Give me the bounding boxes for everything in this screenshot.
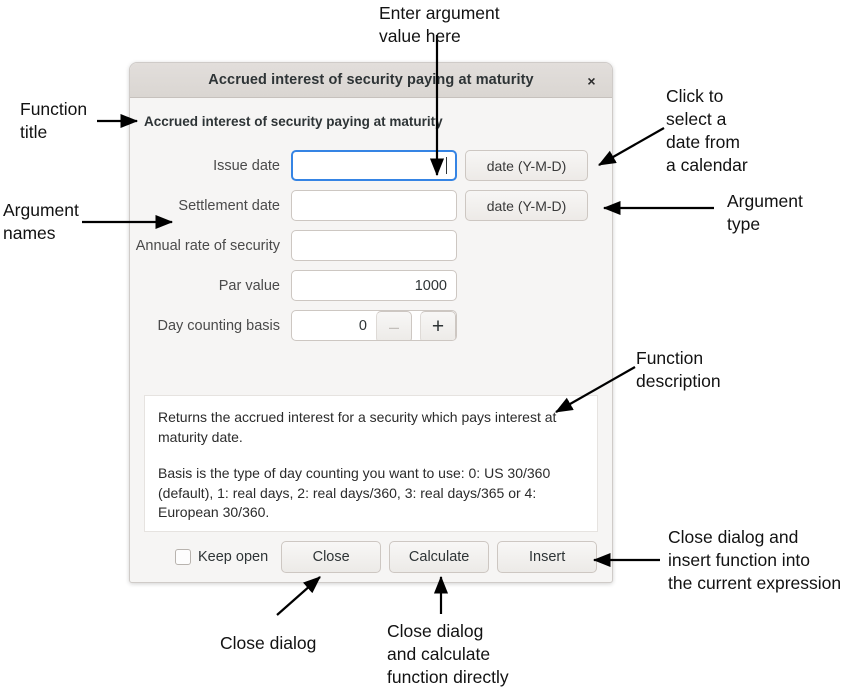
argument-input-day-counting-basis[interactable]: 0 – + (291, 310, 457, 341)
argument-row-par-value: Par value 1000 (130, 268, 612, 303)
argument-label-day-counting-basis: Day counting basis (157, 317, 280, 334)
annotation-function-title: Function title (20, 99, 88, 142)
function-description-panel: Returns the accrued interest for a secur… (144, 395, 598, 532)
argument-input-par-value[interactable]: 1000 (291, 270, 457, 301)
keep-open-label: Keep open (198, 549, 269, 565)
dialog-title: Accrued interest of security paying at m… (208, 72, 534, 88)
argument-type-button-issue-date[interactable]: date (Y-M-D) (465, 150, 588, 181)
argument-label-par-value: Par value (218, 277, 280, 294)
argument-rows: Issue date date (Y-M-D) Settlement date … (130, 148, 612, 348)
insert-button[interactable]: Insert (497, 541, 598, 573)
calculate-button[interactable]: Calculate (389, 541, 490, 573)
keep-open-checkbox[interactable]: Keep open (175, 549, 268, 565)
annotation-close-dialog-calculate: Close dialog and calculate function dire… (387, 621, 509, 687)
argument-label-annual-rate: Annual rate of security (135, 237, 280, 254)
argument-row-day-counting-basis: Day counting basis 0 – + (130, 308, 612, 343)
close-icon[interactable]: × (587, 72, 596, 89)
annotation-close-dialog-insert: Close dialog and insert function into th… (668, 527, 842, 593)
argument-input-annual-rate[interactable] (291, 230, 457, 261)
annotation-close-dialog: Close dialog (220, 633, 317, 653)
argument-input-settlement-date[interactable] (291, 190, 457, 221)
argument-row-settlement-date: Settlement date date (Y-M-D) (130, 188, 612, 223)
close-button[interactable]: Close (281, 541, 382, 573)
spinner-increment-icon[interactable]: + (420, 311, 456, 340)
annotation-argument-names: Argument names (3, 200, 79, 243)
annotation-argument-type: Argument type (727, 191, 803, 234)
argument-label-settlement-date: Settlement date (178, 197, 280, 214)
spinner-decrement-icon[interactable]: – (376, 311, 412, 340)
argument-value-par-value: 1000 (414, 277, 447, 294)
dialog-titlebar: Accrued interest of security paying at m… (130, 63, 612, 98)
argument-value-day-counting-basis: 0 (358, 317, 367, 334)
text-caret (446, 157, 447, 174)
annotation-click-to-select-date: Click to select a date from a calendar (666, 86, 748, 175)
description-paragraph-2: Basis is the type of day counting you wa… (158, 465, 551, 520)
description-paragraph-1: Returns the accrued interest for a secur… (158, 409, 557, 445)
argument-label-issue-date: Issue date (213, 157, 280, 174)
argument-row-annual-rate: Annual rate of security (130, 228, 612, 263)
function-wizard-dialog: Accrued interest of security paying at m… (129, 62, 613, 583)
checkbox-box-icon (175, 549, 191, 565)
argument-input-issue-date[interactable] (291, 150, 457, 181)
function-title-text: Accrued interest of security paying at m… (144, 114, 443, 129)
annotation-enter-argument-value: Enter argument value here (379, 3, 500, 46)
argument-row-issue-date: Issue date date (Y-M-D) (130, 148, 612, 183)
argument-type-button-settlement-date[interactable]: date (Y-M-D) (465, 190, 588, 221)
dialog-body: Accrued interest of security paying at m… (130, 98, 612, 582)
dialog-footer: Keep open Close Calculate Insert (130, 541, 612, 573)
annotation-function-description: Function description (636, 348, 721, 391)
